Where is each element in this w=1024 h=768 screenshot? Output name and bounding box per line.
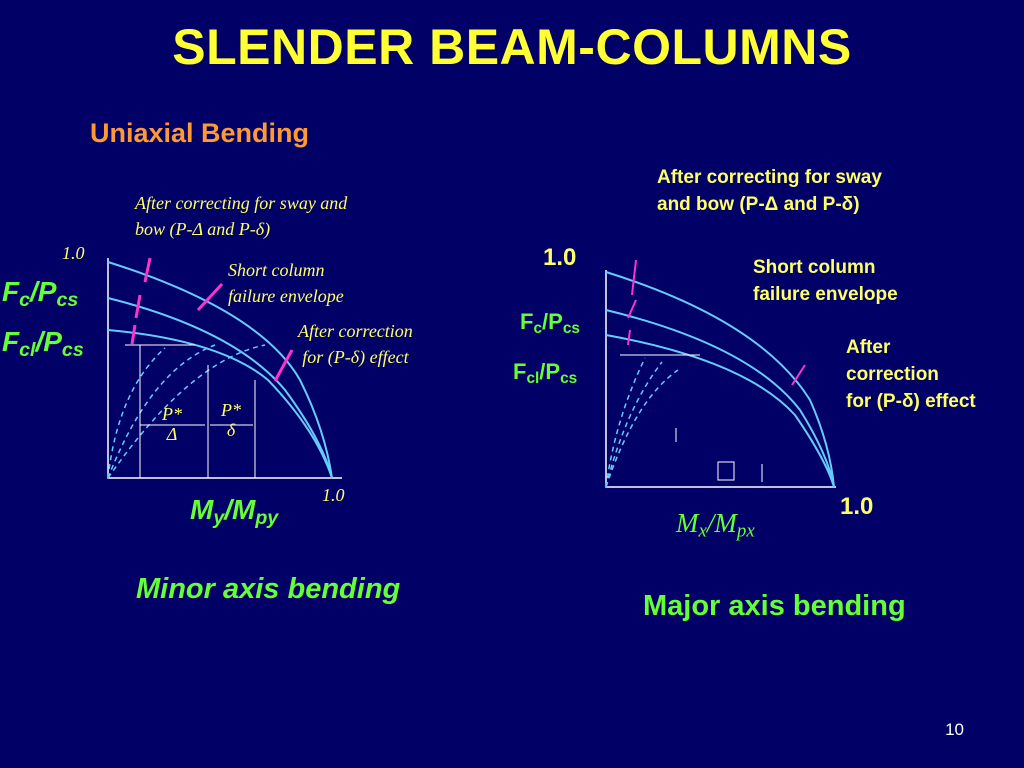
right-dashed-3 [605,369,679,488]
left-pointer-short [196,282,224,312]
left-curve-sway-bow [107,297,333,479]
left-caption: Minor axis bending [136,573,401,605]
left-annotation-short-column: Short column failure envelope [228,260,344,306]
left-diagram [107,257,342,479]
right-xlabel: Mx/Mpx [676,508,755,542]
left-dashed-2 [107,344,216,479]
left-xlabel: My/Mpy [190,494,279,529]
left-pointer-2 [134,294,142,319]
right-annotation-sway-bow: After correcting for sway and bow (P-Δ a… [657,167,882,215]
right-pointer-2 [627,299,637,319]
right-tick-x-1: 1.0 [840,493,874,520]
left-pointer-1 [143,257,152,283]
left-dashed-1 [107,347,166,479]
right-annotation-short-column: Short column failure envelope [753,257,898,305]
right-pointer-3 [627,329,631,346]
right-ylabel-fcl: Fcl/Pcs [513,359,578,387]
left-curve-short-column [107,261,333,479]
page-number: 10 [945,720,964,739]
left-tick-y-1: 1.0 [62,243,85,263]
right-dashed-1 [605,357,646,488]
right-pointer-after [791,364,806,386]
right-pointer-1 [631,259,637,296]
right-diagram [605,259,836,488]
left-label-pstar-smalldelta: P* δ [221,400,241,440]
left-ylabel-fcl: Fcl/Pcs [2,326,84,361]
right-curve-sway-bow [605,309,835,488]
right-curve-p-delta [605,334,835,488]
left-pointer-3 [130,324,137,345]
left-tick-x-1: 1.0 [322,485,345,505]
slide-subtitle: Uniaxial Bending [90,118,310,148]
right-ylabel-fc: Fc/Pcs [520,309,580,337]
left-pointer-after [273,349,294,382]
right-annotation-after-correction: After correction for (P-δ) effect [846,337,976,412]
left-dashed-3 [107,344,266,479]
left-label-pstar-delta: P* Δ [162,404,182,444]
right-caption: Major axis bending [643,590,906,622]
right-dashed-2 [605,361,663,488]
left-annotation-sway-bow: After correcting for sway and bow (P-Δ a… [135,193,348,239]
left-annotation-after-correction: After correction for (P-δ) effect [298,321,413,367]
left-curve-p-delta [107,329,333,479]
right-small-box [717,461,735,481]
right-tick-y-1: 1.0 [543,244,577,271]
slide-title: SLENDER BEAM-COLUMNS [172,19,852,75]
left-ylabel-fc: Fc/Pcs [2,276,79,311]
